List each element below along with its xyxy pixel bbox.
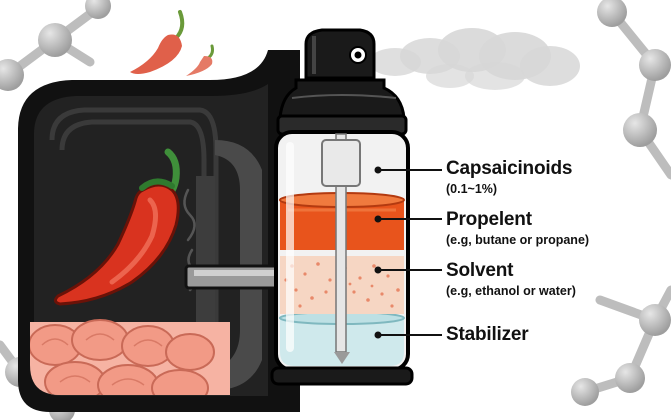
- component-name: Capsaicinoids: [446, 158, 573, 179]
- label-solvent: Solvent (e.g, ethanol or water): [446, 260, 576, 299]
- component-detail: (e.g, butane or propane): [446, 233, 590, 247]
- molecule-icon: [0, 0, 111, 91]
- spray-can-icon: [270, 28, 414, 386]
- label-propellant: Propelent (e.g, butane or propane): [446, 209, 589, 248]
- component-detail: (0.1~1%): [446, 182, 498, 196]
- label-stabilizer: Stabilizer: [446, 324, 529, 346]
- chili-pepper-icon: [130, 10, 214, 76]
- callout-leaders: [378, 169, 442, 336]
- label-capsaicinoids: Capsaicinoids (0.1~1%): [446, 158, 572, 197]
- component-name: Stabilizer: [446, 324, 529, 345]
- component-detail: (e.g, ethanol or water): [446, 284, 576, 298]
- molecule-icon: [571, 285, 671, 406]
- flesh-tissue: [30, 319, 230, 395]
- component-name: Propelent: [446, 209, 532, 230]
- component-name: Solvent: [446, 260, 514, 281]
- chili-pepper-icon: [53, 148, 180, 306]
- molecule-icon: [597, 0, 671, 180]
- spray-mist: [369, 28, 580, 90]
